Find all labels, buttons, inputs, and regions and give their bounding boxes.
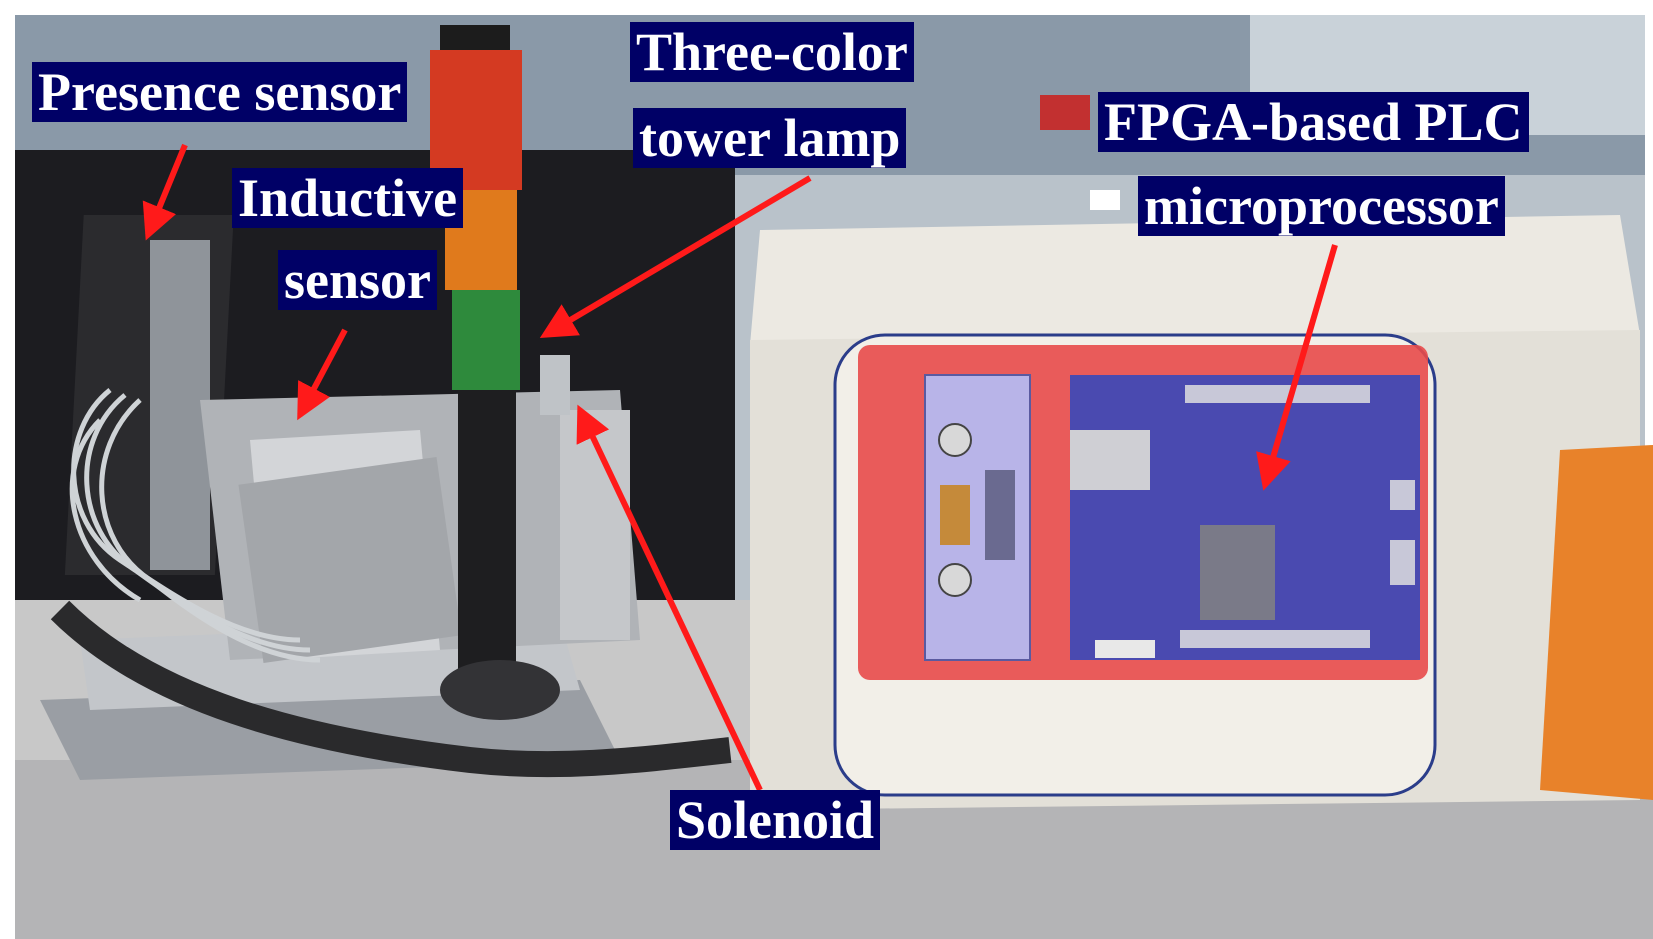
label-inductive-sensor-line1: Inductive	[232, 168, 464, 228]
label-inductive-sensor-line2: sensor	[278, 250, 437, 310]
cable-bundle	[69, 388, 321, 663]
label-solenoid: Solenoid	[670, 790, 881, 850]
plc-board-render	[833, 333, 1437, 797]
label-fpga-plc-line1: FPGA-based PLC	[1098, 92, 1529, 152]
tower-lamp	[430, 25, 560, 720]
solenoid-body	[540, 355, 570, 415]
label-tower-lamp-line1: Three-color	[630, 22, 914, 82]
label-presence-sensor: Presence sensor	[32, 62, 408, 122]
label-fpga-plc-line2: microprocessor	[1138, 176, 1505, 236]
label-tower-lamp-line2: tower lamp	[633, 108, 907, 168]
orange-multimeter	[1540, 445, 1653, 800]
